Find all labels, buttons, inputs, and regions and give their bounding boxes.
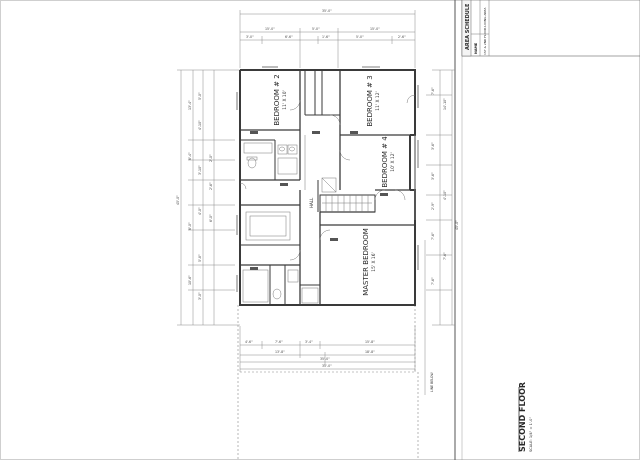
bedroom-4-size: 10' X 12' (390, 152, 396, 171)
svg-text:LINE BELOW: LINE BELOW (430, 372, 434, 392)
bedroom-3-name: BEDROOM # 3 (366, 75, 374, 126)
master-bedroom-label-group: MASTER BEDROOM 15' X 16' (362, 228, 377, 296)
right-dimension-lines: 45'-0" 14'-10" 4'-10" 7'-6" 7'-6" 3'-6" … (426, 69, 459, 326)
master-bedroom-name: MASTER BEDROOM (362, 228, 370, 296)
svg-text:6'-0": 6'-0" (188, 222, 192, 230)
svg-text:2'-6": 2'-6" (398, 35, 406, 39)
top-dimension-lines: 35'-0" 15'-0" 5'-0" 15'-0" 3'-0" 6'-6" 1… (239, 9, 416, 68)
svg-text:4'-10": 4'-10" (198, 120, 202, 130)
bedroom-2-size: 11' X 10' (282, 90, 288, 109)
area-schedule-table: AREA SCHEDULE NAME 1ST & 2ND FLOOR LIVIN… (461, 0, 640, 57)
master-bedroom-size: 15' X 16' (371, 252, 377, 271)
svg-text:4'-0": 4'-0" (198, 207, 202, 215)
lower-floor-outline: LINE BELOW (237, 240, 434, 460)
svg-text:35'-0": 35'-0" (322, 9, 332, 13)
sheet-title: SECOND FLOOR (518, 382, 527, 452)
svg-text:4'-6": 4'-6" (245, 340, 253, 344)
bedroom-4-name: BEDROOM # 4 (381, 136, 389, 188)
exterior-walls (239, 69, 416, 306)
svg-text:14'-10": 14'-10" (443, 98, 447, 110)
svg-text:3'-10": 3'-10" (198, 165, 202, 175)
svg-text:18'-8": 18'-8" (365, 350, 375, 354)
svg-text:5'-0": 5'-0" (312, 27, 320, 31)
svg-text:2'-9": 2'-9" (431, 202, 435, 210)
svg-text:3'-6": 3'-6" (431, 142, 435, 150)
svg-text:15'-0": 15'-0" (265, 27, 275, 31)
fixtures (239, 94, 416, 304)
svg-text:3'-4": 3'-4" (305, 340, 313, 344)
bedroom-3-label-group: BEDROOM # 3 11' X 12' (366, 75, 381, 126)
svg-text:45'-0": 45'-0" (176, 195, 180, 205)
svg-text:4'-10": 4'-10" (443, 190, 447, 200)
svg-text:7'-6": 7'-6" (443, 252, 447, 260)
svg-text:3'-0": 3'-0" (198, 292, 202, 300)
svg-text:1'-6": 1'-6" (322, 35, 330, 39)
svg-text:2'-6": 2'-6" (209, 182, 213, 190)
svg-text:10'-6": 10'-6" (188, 275, 192, 285)
svg-text:3'-6": 3'-6" (431, 172, 435, 180)
svg-text:2'-0": 2'-0" (209, 154, 213, 162)
svg-text:3'-0": 3'-0" (246, 35, 254, 39)
area-schedule-title: AREA SCHEDULE (465, 3, 471, 50)
bedroom-2-label-group: BEDROOM # 2 11' X 10' (273, 74, 288, 125)
area-schedule-row: 1ST & 2ND FLOOR LIVING AREA (483, 7, 487, 55)
left-dimension-lines: 45'-0" 13'-4" 6'-4" 6'-0" 10'-6" 5'-0" 4… (176, 69, 240, 326)
svg-text:15'-0": 15'-0" (370, 27, 380, 31)
interior-walls (240, 70, 415, 305)
svg-text:13'-8": 13'-8" (275, 350, 285, 354)
window-marks (236, 66, 419, 292)
svg-text:6'-6": 6'-6" (285, 35, 293, 39)
svg-text:45'-0": 45'-0" (455, 220, 459, 230)
svg-text:7'-6": 7'-6" (431, 87, 435, 95)
annotation-markers (250, 131, 388, 270)
bedroom-4-label-group: BEDROOM # 4 10' X 12' (381, 136, 396, 188)
svg-text:15'-8": 15'-8" (365, 340, 375, 344)
svg-text:6'-0": 6'-0" (209, 214, 213, 222)
sheet-scale: SCALE: 1/4" = 1'-0" (529, 417, 533, 452)
svg-text:5'-0": 5'-0" (356, 35, 364, 39)
area-schedule-name-header: NAME (474, 42, 478, 54)
svg-text:7'-6": 7'-6" (431, 277, 435, 285)
svg-text:5'-0": 5'-0" (198, 92, 202, 100)
svg-text:13'-4": 13'-4" (188, 100, 192, 110)
bedroom-3-size: 11' X 12' (375, 91, 381, 110)
bedroom-2-name: BEDROOM # 2 (273, 74, 281, 125)
svg-text:35'-0": 35'-0" (322, 364, 332, 368)
bottom-dimension-lines: 4'-6" 7'-6" 3'-4" 15'-8" 13'-8" 18'-8" 3… (239, 326, 416, 372)
svg-text:35'-0": 35'-0" (320, 357, 330, 361)
svg-text:5'-8": 5'-8" (198, 254, 202, 262)
svg-text:6'-4": 6'-4" (188, 152, 192, 160)
svg-text:7'-6": 7'-6" (275, 340, 283, 344)
hall-label: HALL (309, 197, 314, 208)
svg-text:7'-6": 7'-6" (431, 232, 435, 240)
